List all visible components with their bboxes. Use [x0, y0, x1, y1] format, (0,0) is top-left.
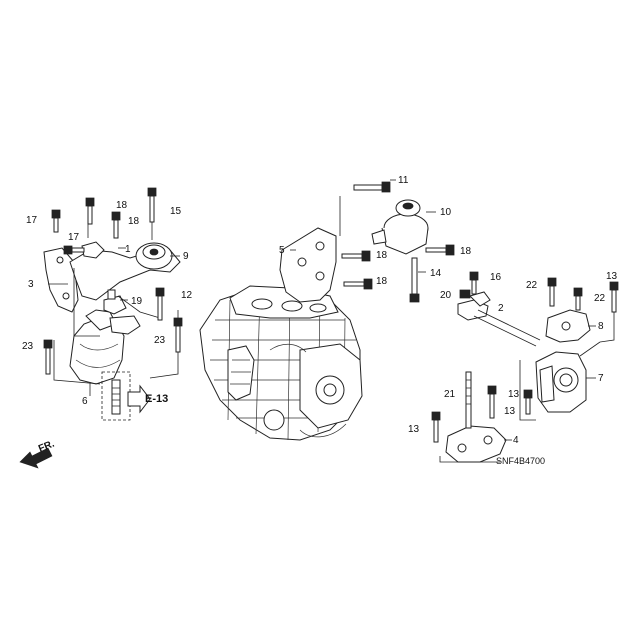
bolt-22	[547, 277, 557, 307]
callout-13: 13	[508, 389, 520, 400]
callout-2: 2	[498, 303, 504, 314]
callout-16: 16	[490, 272, 502, 283]
nut-20	[459, 289, 471, 299]
right-mount-group	[431, 271, 619, 463]
callout-23: 23	[22, 341, 34, 352]
bolt-13	[487, 385, 497, 419]
reference-label: E-13	[145, 393, 168, 405]
callout-19: 19	[131, 296, 143, 307]
bolt-18	[341, 250, 371, 262]
callout-15: 15	[170, 206, 182, 217]
callout-18: 18	[376, 250, 388, 261]
callout-3: 3	[28, 279, 34, 290]
bolt-13	[523, 389, 533, 415]
callout-13: 13	[408, 424, 420, 435]
callout-22: 22	[594, 293, 606, 304]
left-bolts	[43, 187, 183, 375]
front-direction-arrow: FR.	[19, 438, 56, 469]
callout-18: 18	[376, 276, 388, 287]
callout-7: 7	[598, 373, 604, 384]
callout-14: 14	[430, 268, 442, 279]
callout-18: 18	[460, 246, 472, 257]
part-4-bracket	[445, 425, 507, 463]
callout-labels: 1 2 3 4 5 6 7 8 9 10 11 12 13 13 13 13 1…	[22, 175, 618, 446]
callout-8: 8	[598, 321, 604, 332]
bolt-15	[147, 187, 157, 223]
bolt-18	[111, 211, 121, 239]
reference-arrow: E-13	[127, 384, 168, 414]
callout-21: 21	[444, 389, 456, 400]
bolt-18	[425, 244, 455, 256]
bolt-18	[343, 278, 373, 290]
bolt-23	[43, 339, 53, 375]
bolt-23	[173, 317, 183, 353]
callout-9: 9	[183, 251, 189, 262]
direction-label: FR.	[37, 438, 56, 454]
bolt-12	[155, 287, 165, 321]
callout-10: 10	[440, 207, 452, 218]
bolt-13	[609, 281, 619, 313]
bolt-22	[573, 287, 583, 311]
callout-18: 18	[128, 216, 140, 227]
callout-13: 13	[606, 271, 618, 282]
callout-17: 17	[26, 215, 38, 226]
callout-12: 12	[181, 290, 193, 301]
bolt-16	[469, 271, 479, 295]
part-5-bracket	[279, 227, 337, 303]
callout-6: 6	[82, 396, 88, 407]
callout-13: 13	[504, 406, 516, 417]
bolt-11	[353, 179, 396, 193]
diagram-code: SNF4B4700	[496, 456, 545, 466]
bolt-17	[63, 245, 85, 255]
upper-mount-group	[279, 179, 455, 303]
stud-21	[465, 371, 472, 429]
callout-4: 4	[513, 435, 519, 446]
left-mount-group	[43, 200, 181, 421]
part-17-nut	[81, 241, 105, 259]
callout-22: 22	[526, 280, 538, 291]
callout-18: 18	[116, 200, 128, 211]
callout-11: 11	[398, 175, 409, 186]
bolt-17	[51, 209, 61, 233]
callout-17: 17	[68, 232, 80, 243]
callout-23: 23	[154, 335, 166, 346]
callout-1: 1	[125, 244, 131, 255]
callout-20: 20	[440, 290, 452, 301]
callout-5: 5	[279, 245, 285, 256]
stud-14	[409, 257, 426, 303]
engine-assembly	[199, 285, 363, 441]
bolt-13	[431, 411, 441, 443]
bolt-18	[85, 197, 95, 225]
